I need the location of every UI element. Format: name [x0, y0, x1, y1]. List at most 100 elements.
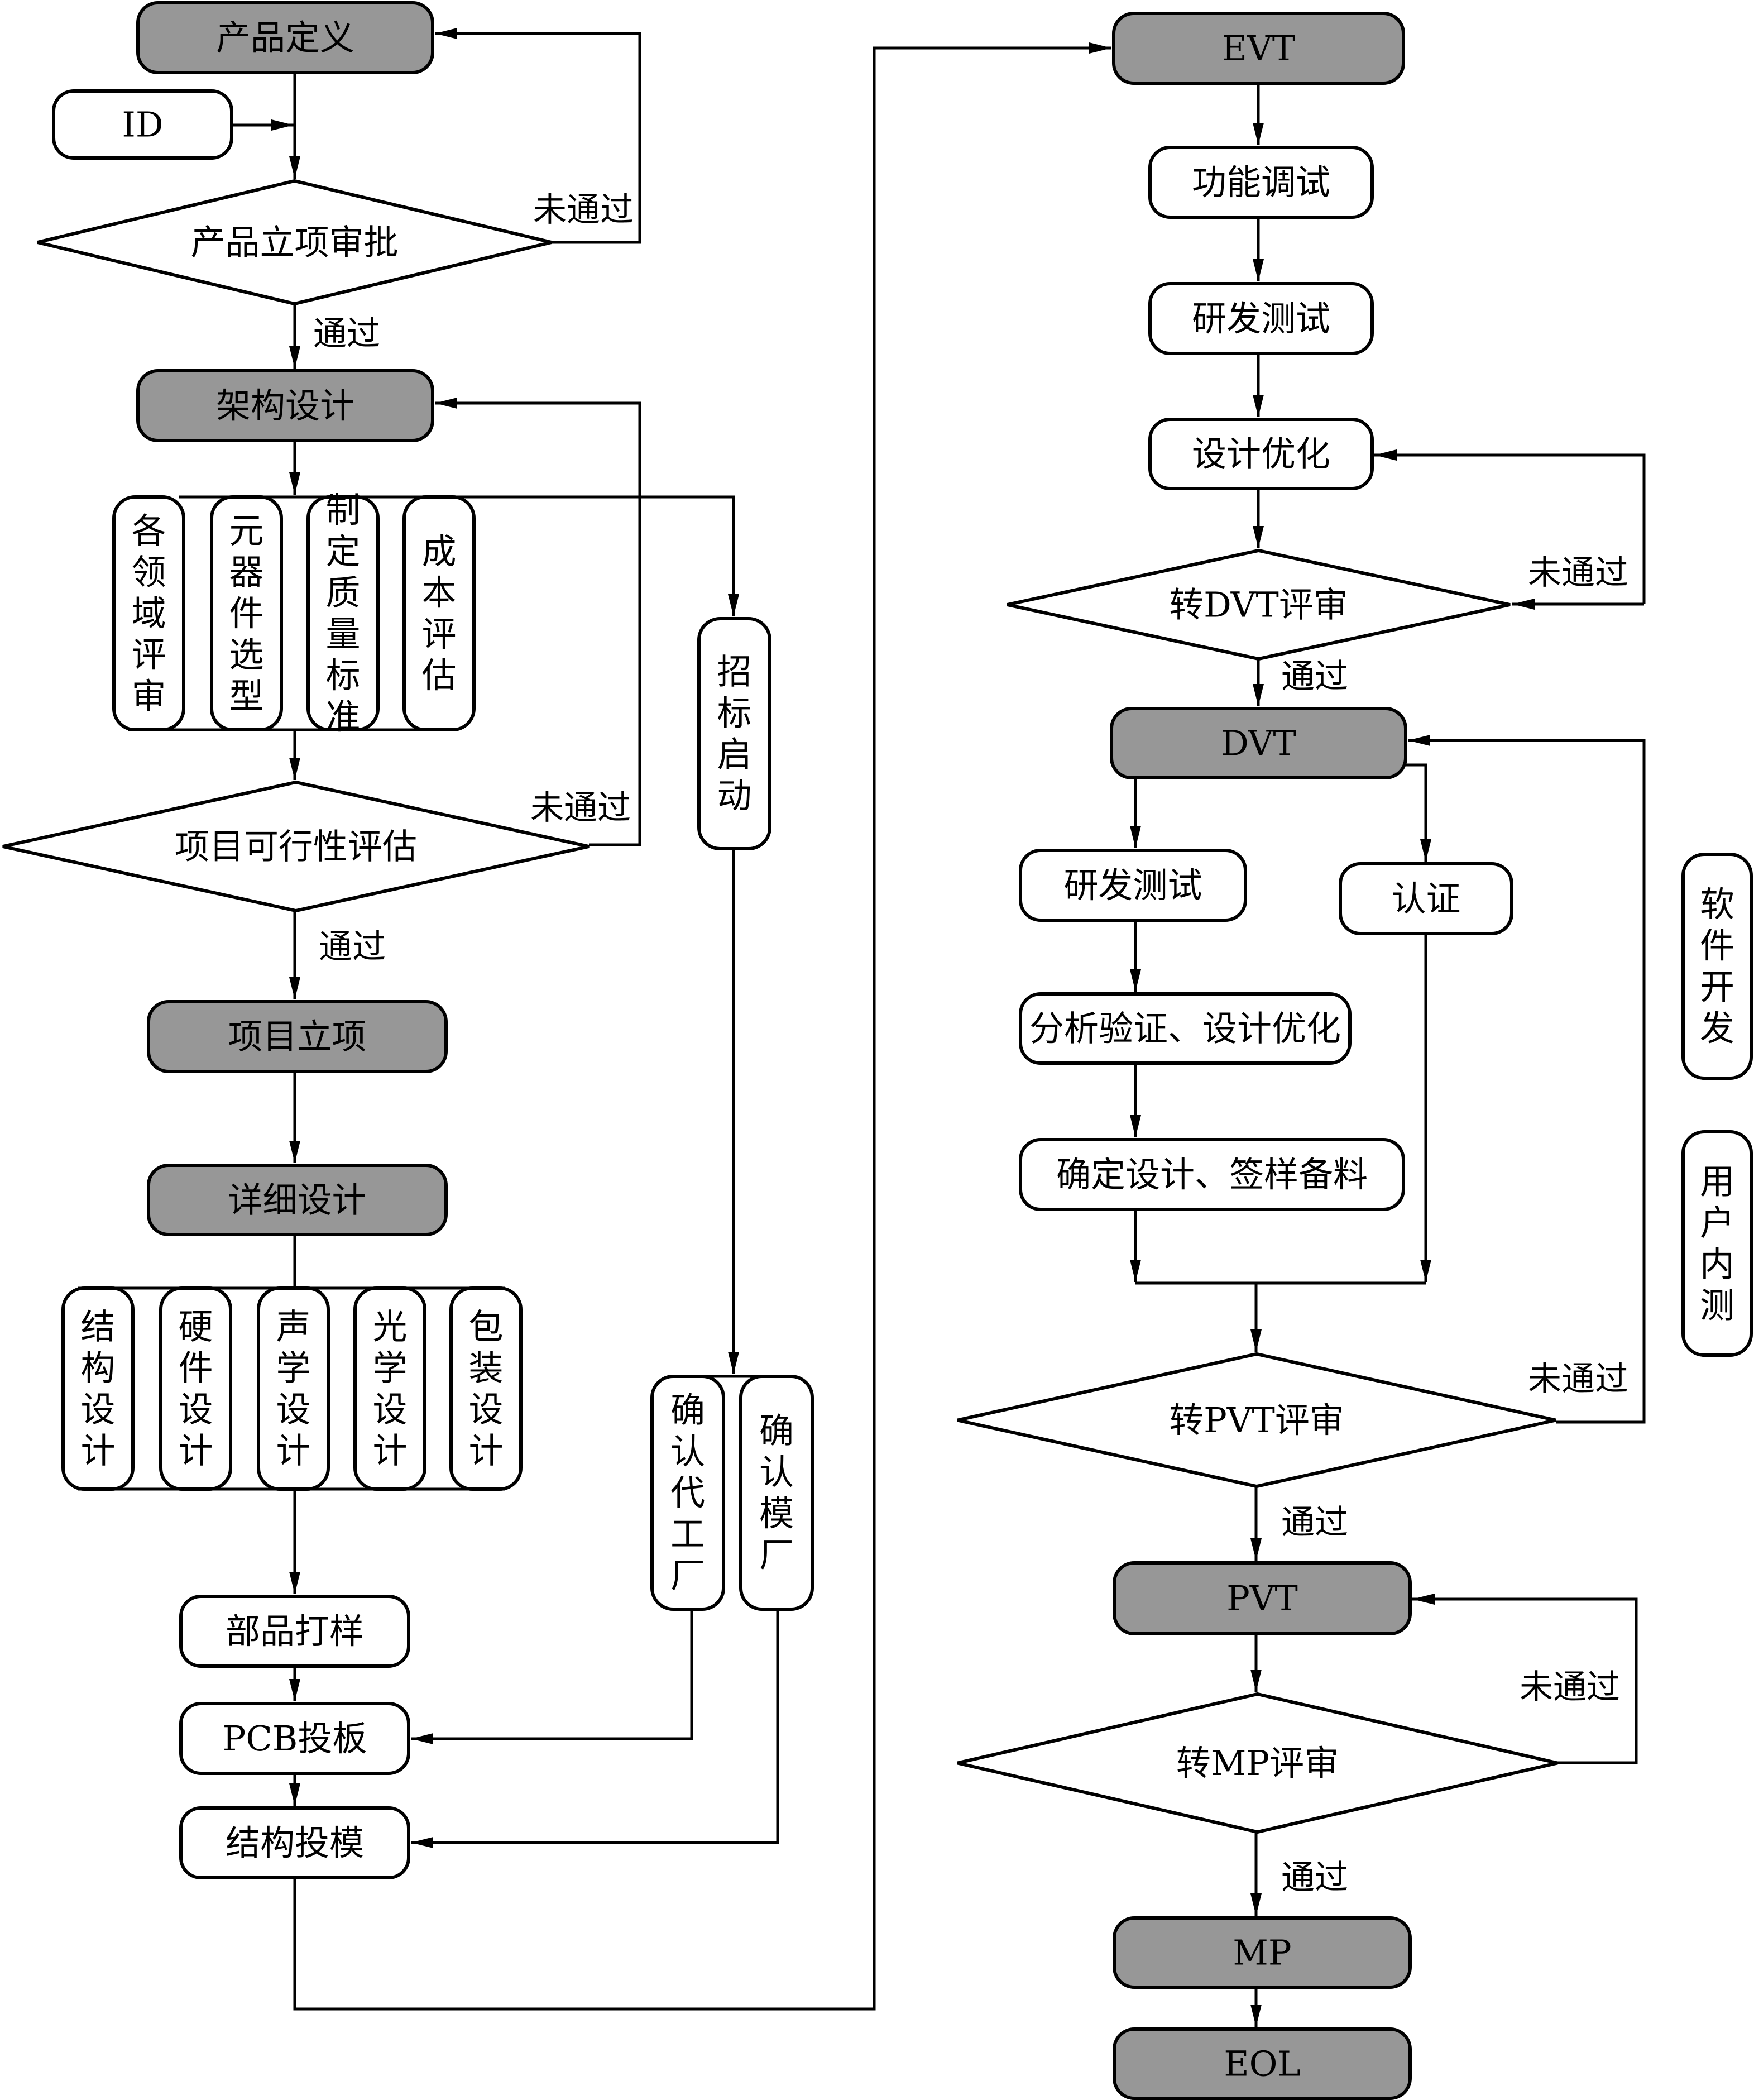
node-arch-sub-3-shape [306, 495, 380, 731]
node-arch-sub-4-label: 成本评估 [421, 531, 456, 696]
node-rd-test-evt[interactable]: 研发测试 [1148, 282, 1374, 355]
decision-pvt-review-shape [957, 1352, 1556, 1489]
node-confirm-mold-shape [739, 1375, 814, 1611]
node-id-label: ID [122, 104, 163, 145]
node-arch-sub-3[interactable]: 制定质量标准 [306, 490, 380, 737]
decision-mp-review-label: 转MP评审 [1176, 1743, 1339, 1783]
node-arch-sub-3-label: 制定质量标准 [325, 490, 360, 737]
node-design-opt[interactable]: 设计优化 [1148, 418, 1374, 490]
label-pvtreview-pass: 通过 [1281, 1503, 1348, 1542]
node-mp[interactable]: MP [1113, 1916, 1412, 1989]
decision-dvt-review-shape [1007, 548, 1511, 661]
node-finalize[interactable]: 确定设计、签样备料 [1019, 1138, 1405, 1211]
decision-feasibility-shape [2, 780, 590, 913]
edge-dvtreview-fail [1374, 449, 1646, 604]
node-product-definition-shape [136, 1, 434, 74]
node-detail-sub-3[interactable]: 声学设计 [257, 1286, 330, 1491]
edge-mpreview-fail [1412, 1594, 1638, 1764]
node-mold-label: 结构投模 [226, 1822, 364, 1863]
node-mp-shape [1113, 1916, 1412, 1989]
label-feasibility-pass: 通过 [319, 927, 386, 967]
node-eol[interactable]: EOL [1113, 2027, 1412, 2100]
node-certification[interactable]: 认证 [1339, 862, 1513, 935]
node-confirm-oem-shape [650, 1375, 725, 1611]
decision-product-approval-shape [37, 179, 552, 306]
node-id[interactable]: ID [52, 89, 233, 160]
node-dvt[interactable]: DVT [1110, 707, 1407, 779]
node-architecture-design[interactable]: 架构设计 [136, 369, 434, 442]
node-design-opt-shape [1148, 418, 1374, 490]
node-eol-shape [1113, 2027, 1412, 2100]
node-tender-start-label: 招标启动 [717, 652, 751, 816]
node-confirm-mold[interactable]: 确认模厂 [739, 1375, 814, 1611]
node-pvt-shape [1113, 1561, 1412, 1635]
node-analysis-label: 分析验证、设计优化 [1029, 1008, 1341, 1049]
node-arch-sub-1-shape [112, 495, 185, 731]
node-detail-sub-5-label: 包装设计 [468, 1307, 503, 1471]
node-tender-start[interactable]: 招标启动 [697, 617, 771, 850]
node-certification-shape [1339, 862, 1513, 935]
node-mold[interactable]: 结构投模 [179, 1806, 410, 1879]
edge-oem-to-pcb [411, 1609, 693, 1744]
node-arch-sub-4[interactable]: 成本评估 [402, 495, 476, 731]
node-part-sample[interactable]: 部品打样 [179, 1595, 410, 1668]
node-detail-sub-4[interactable]: 光学设计 [353, 1286, 426, 1491]
node-detail-sub-3-label: 声学设计 [276, 1307, 310, 1471]
node-function-debug[interactable]: 功能调试 [1148, 146, 1374, 219]
decision-product-approval[interactable]: 产品立项审批 [37, 179, 552, 306]
edge-pvtreview-fail [1408, 735, 1646, 1424]
node-detail-sub-2-label: 硬件设计 [178, 1307, 213, 1471]
node-arch-sub-1-label: 各领域评审 [131, 510, 166, 716]
node-analysis-shape [1019, 992, 1352, 1065]
node-rd-test-dvt-shape [1019, 849, 1247, 922]
node-certification-label: 认证 [1391, 878, 1460, 919]
node-product-definition[interactable]: 产品定义 [136, 1, 434, 74]
node-detail-sub-5[interactable]: 包装设计 [449, 1286, 523, 1491]
node-software-dev[interactable]: 软件开发 [1681, 853, 1753, 1080]
label-mpreview-pass: 通过 [1281, 1858, 1348, 1897]
node-finalize-label: 确定设计、签样备料 [1056, 1154, 1368, 1195]
label-pvtreview-fail: 未通过 [1528, 1360, 1628, 1399]
decision-dvt-review[interactable]: 转DVT评审 [1007, 548, 1511, 661]
edge-feasibility-fail [435, 398, 641, 846]
node-arch-sub-2[interactable]: 元器件选型 [210, 495, 283, 731]
node-evt[interactable]: EVT [1112, 12, 1405, 85]
node-arch-sub-1[interactable]: 各领域评审 [112, 495, 185, 731]
node-pvt[interactable]: PVT [1113, 1561, 1412, 1635]
edge-dvt-to-cert [1406, 763, 1431, 862]
node-confirm-oem[interactable]: 确认代工厂 [650, 1375, 725, 1611]
node-detailed-design[interactable]: 详细设计 [147, 1164, 448, 1236]
node-rd-test-dvt[interactable]: 研发测试 [1019, 849, 1247, 922]
node-user-test-label: 用户内测 [1700, 1161, 1734, 1326]
decision-pvt-review[interactable]: 转PVT评审 [957, 1352, 1556, 1489]
node-function-debug-shape [1148, 146, 1374, 219]
node-tender-start-shape [697, 617, 771, 850]
node-detail-sub-1-shape [61, 1286, 135, 1491]
decision-feasibility[interactable]: 项目可行性评估 [2, 780, 590, 913]
node-detail-sub-2[interactable]: 硬件设计 [159, 1286, 232, 1491]
node-dvt-label: DVT [1221, 723, 1296, 764]
edge-moldfactory-to-mold [411, 1609, 779, 1848]
node-id-shape [52, 89, 233, 160]
node-confirm-oem-label: 确认代工厂 [670, 1390, 705, 1596]
node-eol-label: EOL [1224, 2044, 1300, 2084]
node-mp-label: MP [1233, 1932, 1291, 1973]
decision-mp-review[interactable]: 转MP评审 [957, 1692, 1558, 1834]
decision-dvt-review-label: 转DVT评审 [1169, 585, 1348, 625]
decision-feasibility-label: 项目可行性评估 [175, 826, 417, 867]
decision-product-approval-label: 产品立项审批 [190, 222, 398, 263]
node-function-debug-label: 功能调试 [1192, 162, 1330, 203]
node-product-definition-label: 产品定义 [216, 17, 354, 58]
node-user-test[interactable]: 用户内测 [1681, 1130, 1753, 1357]
node-detail-sub-1[interactable]: 结构设计 [61, 1286, 135, 1491]
node-rd-test-evt-shape [1148, 282, 1374, 355]
edge-mold-to-evt [293, 42, 1111, 2011]
node-detailed-design-label: 详细设计 [228, 1180, 366, 1221]
node-analysis[interactable]: 分析验证、设计优化 [1019, 992, 1352, 1065]
label-feasibility-fail: 未通过 [530, 788, 631, 827]
node-rd-test-dvt-label: 研发测试 [1063, 865, 1202, 906]
node-pcb[interactable]: PCB投板 [179, 1702, 410, 1775]
node-software-dev-shape [1681, 853, 1753, 1080]
node-project-setup[interactable]: 项目立项 [147, 1000, 448, 1073]
